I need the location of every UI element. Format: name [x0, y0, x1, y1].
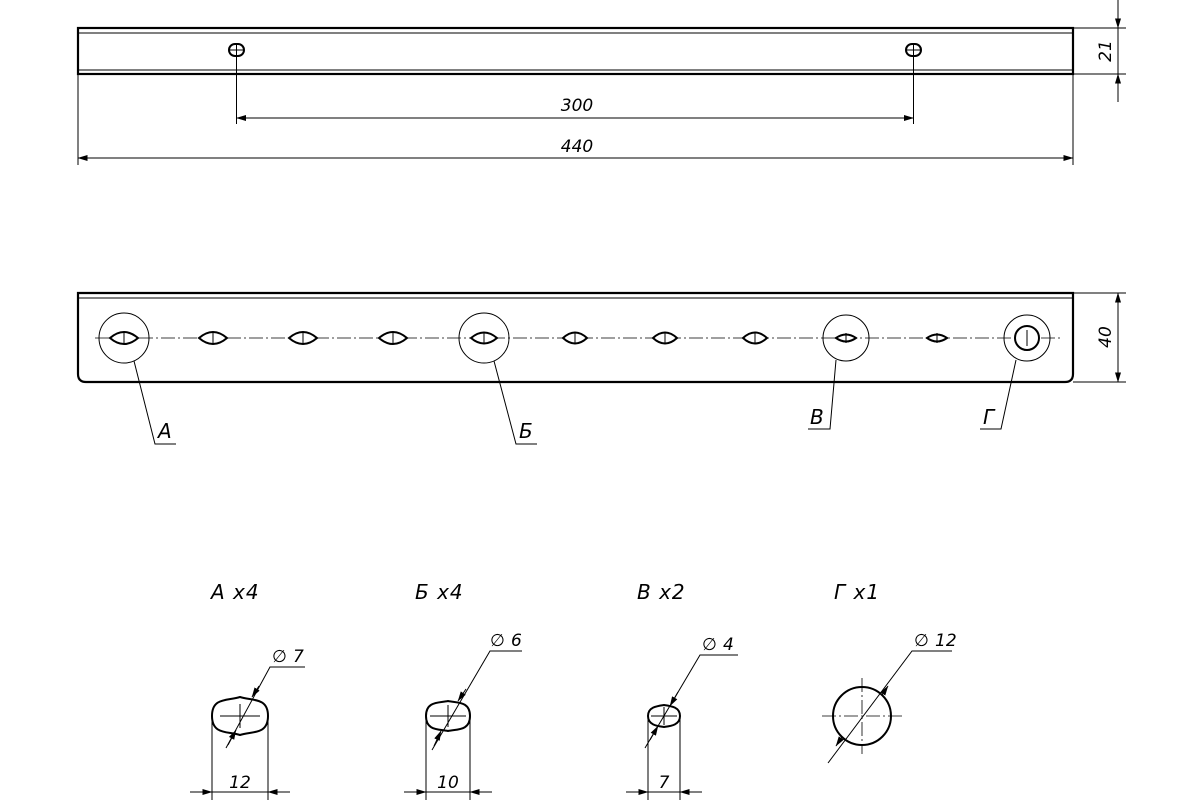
top-view-height-dimension: 21 [1073, 0, 1126, 102]
top-view-strip [76, 26, 1075, 76]
callout-v: В [808, 359, 837, 430]
detail-width-v: 7 [659, 773, 670, 793]
callout-label-g: Г [983, 405, 996, 429]
dim-label-height-top: 21 [1096, 40, 1116, 62]
dim-label-hole-spacing: 300 [561, 96, 593, 116]
front-view: А Б В Г 40 [76, 291, 1126, 445]
detail-diameter-b: 6 [511, 631, 522, 651]
detail-diameter-g: 12 [935, 631, 957, 651]
detail-width-a: 12 [229, 773, 251, 793]
detail-title-v: В х2 [637, 580, 686, 604]
callout-a: А [133, 360, 176, 445]
detail-circle-v [822, 314, 870, 362]
detail-diameter-symbol-b: ∅ [490, 631, 505, 651]
callout-label-v: В [810, 405, 824, 429]
callout-label-b: Б [519, 419, 533, 443]
detail-circle-a [98, 312, 150, 364]
detail-diameter-symbol-g: ∅ [914, 631, 929, 651]
detail-diameter-v: 4 [723, 635, 734, 655]
detail-diameter-symbol-a: ∅ [272, 647, 287, 667]
detail-g: Г х1 ∅ 12 [822, 580, 957, 764]
detail-a: А х4 12 ∅ 7 [190, 580, 305, 800]
detail-title-a: А х4 [209, 580, 260, 604]
callout-label-a: А [156, 419, 172, 443]
detail-title-g: Г х1 [834, 580, 880, 604]
detail-diameter-a: 7 [293, 647, 304, 667]
dim-label-height-front: 40 [1096, 326, 1116, 348]
detail-title-b: Б х4 [415, 580, 464, 604]
callout-b: Б [493, 360, 537, 445]
detail-width-b: 10 [437, 773, 459, 793]
detail-circle-b [458, 312, 510, 364]
detail-circle-g [1003, 314, 1051, 362]
front-view-outline [76, 291, 1075, 384]
detail-views: А х4 12 ∅ 7 Б х4 10 [190, 580, 957, 800]
detail-b: Б х4 10 ∅ 6 [404, 580, 522, 800]
hole-spacing-dimension: 300 [236, 56, 914, 124]
top-view-hole [905, 43, 922, 57]
detail-diameter-symbol-v: ∅ [702, 635, 717, 655]
detail-v: В х2 7 ∅ 4 [626, 580, 738, 800]
top-view-hole [228, 43, 245, 57]
top-view: 21 300 440 [76, 0, 1126, 165]
callout-g: Г [980, 359, 1017, 430]
dim-label-length: 440 [561, 137, 593, 157]
front-view-height-dimension: 40 [1073, 292, 1126, 383]
front-view-holes [108, 325, 1040, 351]
overall-length-dimension: 440 [77, 74, 1074, 165]
